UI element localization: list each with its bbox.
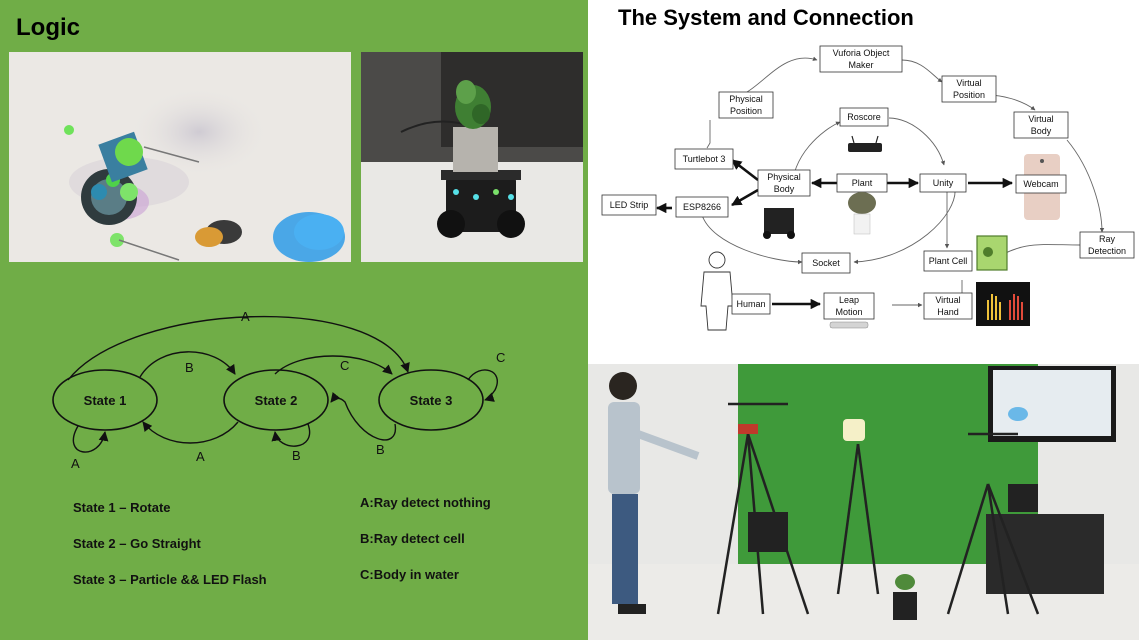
node-line: Plant Cell <box>929 256 968 266</box>
node-line: Vuforia Object <box>833 48 890 58</box>
node-vuforia: Vuforia Object Maker <box>819 45 903 73</box>
turtlebot-robot-icon <box>763 208 795 239</box>
node-line: ESP8266 <box>683 202 721 212</box>
condition-description: B:Ray detect cell <box>360 531 465 546</box>
transition-s1-s2-b <box>139 351 236 378</box>
node-physical-position: Physical Position <box>718 91 774 119</box>
node-human: Human <box>731 293 771 315</box>
transition-s2-self-b <box>271 423 311 447</box>
router-icon <box>848 135 882 152</box>
node-line: Virtual <box>956 78 981 88</box>
node-line: Position <box>953 90 985 100</box>
condition-description: A:Ray detect nothing <box>360 495 491 510</box>
node-line: Unity <box>933 178 954 188</box>
state-3-label: State 3 <box>410 393 453 408</box>
state-description: State 1 – Rotate <box>73 500 171 515</box>
node-line: Turtlebot 3 <box>683 154 726 164</box>
transition-s1-s3-a <box>67 315 410 381</box>
state-description: State 3 – Particle && LED Flash <box>73 572 267 587</box>
plant-cell-icon <box>976 235 1008 271</box>
logic-panel: Logic <box>0 0 588 640</box>
transition-label: B <box>292 448 301 463</box>
transition-label: A <box>241 309 250 324</box>
state-1-node <box>52 369 158 431</box>
node-line: Hand <box>937 307 959 317</box>
node-line: Ray <box>1099 234 1116 244</box>
transition-label: A <box>71 456 80 471</box>
node-line: Human <box>736 299 765 309</box>
node-line: Body <box>774 184 795 194</box>
state-2-node <box>223 369 329 431</box>
node-line: Leap <box>839 295 859 305</box>
system-connection-diagram: Vuforia Object Maker Physical Position V… <box>601 45 1135 331</box>
node-ray-detection: Ray Detection <box>1079 231 1135 259</box>
node-line: Webcam <box>1023 179 1058 189</box>
node-roscore: Roscore <box>839 107 889 127</box>
transition-label: C <box>496 350 505 365</box>
node-line: Physical <box>729 94 763 104</box>
node-line: Detection <box>1088 246 1126 256</box>
transition-s2-s3-c <box>274 355 393 375</box>
plant-icon <box>848 192 876 235</box>
node-line: Maker <box>848 60 873 70</box>
human-figure-icon <box>700 251 734 331</box>
node-led-strip: LED Strip <box>601 194 657 216</box>
transition-s3-s2-b <box>330 392 396 441</box>
node-line: Motion <box>835 307 862 317</box>
robot-with-plant-photo <box>361 52 583 262</box>
system-title: The System and Connection <box>618 5 914 30</box>
robot-top-view-photo <box>9 52 351 262</box>
transition-label: B <box>185 360 194 375</box>
transition-label: C <box>340 358 349 373</box>
node-turtlebot: Turtlebot 3 <box>674 148 734 170</box>
node-line: Virtual <box>1028 114 1053 124</box>
node-socket: Socket <box>801 252 851 274</box>
node-line: Plant <box>852 178 873 188</box>
state-description: State 2 – Go Straight <box>73 536 201 551</box>
node-esp8266: ESP8266 <box>675 196 729 218</box>
state-3-node <box>378 369 484 431</box>
logic-title: Logic <box>16 14 80 41</box>
node-line: Virtual <box>935 295 960 305</box>
transition-label: A <box>196 449 205 464</box>
node-line: Physical <box>767 172 801 182</box>
state-machine-diagram: A B C C State 1 State 2 State 3 A A B B <box>52 309 505 471</box>
studio-setup-photo <box>588 364 1139 640</box>
condition-description: C:Body in water <box>360 567 459 582</box>
node-line: Position <box>730 106 762 116</box>
node-webcam: Webcam <box>1015 174 1067 194</box>
node-virtual-body: Virtual Body <box>1013 111 1069 139</box>
leap-device-icon <box>829 321 869 329</box>
transition-label: B <box>376 442 385 457</box>
state-1-label: State 1 <box>84 393 127 408</box>
node-line: LED Strip <box>610 200 649 210</box>
state-2-label: State 2 <box>255 393 298 408</box>
virtual-hand-icon <box>976 282 1030 326</box>
transition-s1-self-a <box>72 425 109 453</box>
node-plant-cell: Plant Cell <box>923 250 973 272</box>
transition-s2-s1-a <box>142 421 239 444</box>
transition-s3-self-c <box>467 369 498 402</box>
node-leap-motion: Leap Motion <box>823 292 875 320</box>
node-virtual-position: Virtual Position <box>941 75 997 103</box>
node-unity: Unity <box>919 173 967 193</box>
node-plant: Plant <box>836 173 888 193</box>
node-physical-body: Physical Body <box>757 169 811 197</box>
node-line: Body <box>1031 126 1052 136</box>
node-virtual-hand: Virtual Hand <box>923 292 973 320</box>
node-line: Roscore <box>847 112 881 122</box>
node-line: Socket <box>812 258 840 268</box>
